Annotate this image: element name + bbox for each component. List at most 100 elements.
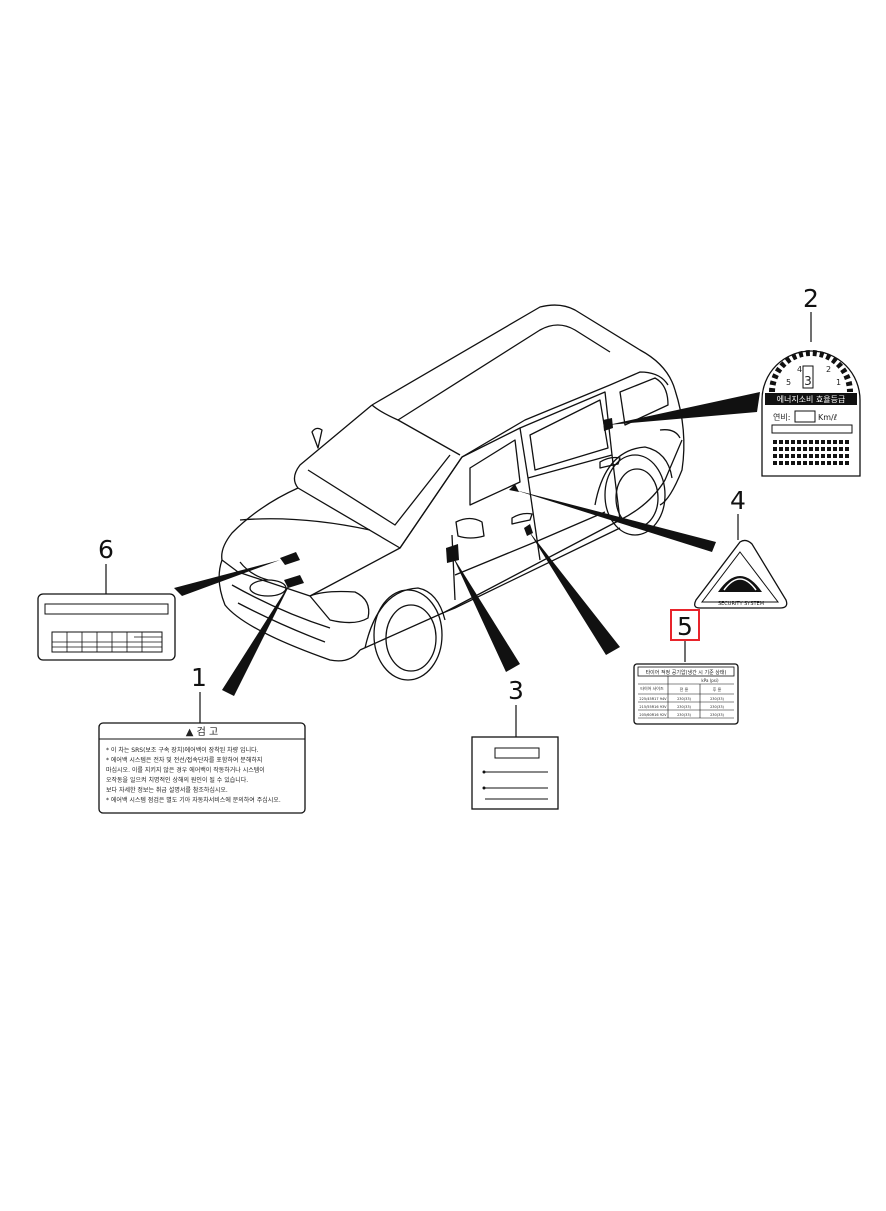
label-2-dot [779,440,783,444]
label-2-dot [773,440,777,444]
callout-1: 1 [191,663,207,692]
label-2-dot [821,447,825,451]
label-2-dot [833,447,837,451]
label-2-dot [791,461,795,465]
label-6-spec-table [37,593,176,661]
label-2-dot [839,447,843,451]
label-3-door-info [471,736,559,810]
label-2-dot [809,440,813,444]
callouts: 1 2 3 4 5 6 [98,284,819,737]
label-2-dot [845,461,849,465]
label-2-dot [779,447,783,451]
grade-value: 3 [804,374,812,388]
label-2-dot [815,454,819,458]
car-drawing [218,304,685,681]
car-label-markers [280,418,613,588]
label-2-dot [791,454,795,458]
label-2-dot [809,454,813,458]
label-1-line: 마십시오. 이를 지키지 않은 경우 에어백이 작동하거나 시스템이 [106,766,265,774]
label-5-cell: 230(33) [677,705,691,709]
label-2-dot [821,440,825,444]
label-2-dot [791,447,795,451]
label-2-dot [797,447,801,451]
label-2-dot [809,461,813,465]
leader-4 [515,490,716,552]
label-2-dot [797,461,801,465]
label-1-line: 오작동을 일으켜 치명적인 상해의 원인이 될 수 있습니다. [106,776,248,784]
label-5-cell: 225/45R17 94V [639,697,667,701]
dial-number: 4 [797,365,802,374]
dial-number: 5 [786,378,791,387]
callout-3: 3 [508,676,524,705]
label-2-dot [821,454,825,458]
label-2-dot [785,461,789,465]
label-2-dot [785,440,789,444]
dial-number: 1 [836,378,841,387]
label-2-dot [773,461,777,465]
label-2-dot [839,440,843,444]
callout-2: 2 [803,284,819,313]
label-2-dot [797,440,801,444]
label-2-dot [845,454,849,458]
label-5-row-label: 타이어 사이즈 [640,685,664,691]
label-5-cell: 230(33) [710,713,724,717]
km-unit: Km/ℓ [818,413,837,422]
callout-5: 5 [677,612,693,641]
label-2-dot [815,440,819,444]
label-2-dot [803,447,807,451]
label-5-cell: 230(33) [677,713,691,717]
leader-lines [174,392,760,696]
label-2-dot [821,461,825,465]
label-5-unit: kPa (psi) [701,678,719,683]
label-2-title: 에너지소비 효율등급 [777,394,846,404]
label-1-header: ▲ 검 고 [186,726,218,738]
label-2-dot [779,454,783,458]
label-2-dot [845,440,849,444]
label-5-col1: 전 륜 [680,686,689,692]
label-2-dot [845,447,849,451]
label-1-line: * 이 차는 SRS(보조 구속 장치)에어백이 장착된 차량 입니다. [106,746,259,754]
label-2-dot [827,461,831,465]
callout-5-highlight [670,609,700,641]
leader-5 [528,530,620,655]
dial-number: 2 [826,365,831,374]
label-1-line: * 에어백 시스템 점검은 별도 기아 자동차서비스에 문의하여 주십시오. [106,796,281,804]
label-2-dot [803,440,807,444]
label-2-dot [797,454,801,458]
callout-6: 6 [98,535,114,564]
label-2-dot [785,454,789,458]
label-2-dot [815,461,819,465]
label-2-dot [773,454,777,458]
label-2-dot [803,454,807,458]
label-2-dot [827,447,831,451]
label-2-energy-efficiency: 5 4 3 2 1 에너지소비 효율등급 연비: Km/ℓ [761,350,861,477]
label-4-security-system: SECURITY SYSTEM [694,539,788,609]
label-2-dot [827,454,831,458]
label-5-tire-pressure: 타이어 적정 공기압(냉간 시 기준 상태) kPa (psi) 타이어 사이즈… [633,663,739,725]
label-5-title: 타이어 적정 공기압(냉간 시 기준 상태) [646,669,727,676]
label-2-dot [791,440,795,444]
label-2-dot [839,454,843,458]
label-5-cell: 230(33) [710,705,724,709]
label-2-dot [839,461,843,465]
label-2-dot [827,440,831,444]
label-5-col2: 후 륜 [713,686,722,692]
label-2-dot [779,461,783,465]
leader-6 [174,560,280,596]
label-1-srs-warning: ▲ 검 고 * 이 차는 SRS(보조 구속 장치)에어백이 장착된 차량 입니… [98,722,306,814]
leader-2 [608,392,760,425]
km-label: 연비: [773,413,790,422]
label-2-dot [815,447,819,451]
label-2-dot [833,454,837,458]
label-2-dot [803,461,807,465]
label-5-cell: 230(33) [710,697,724,701]
label-4-caption: SECURITY SYSTEM [718,601,764,607]
label-5-cell: 230(33) [677,697,691,701]
label-1-line: * 에어백 시스템은 전자 및 전선/접속단자를 포함하여 분해하지 [106,756,262,764]
leader-1 [222,580,292,696]
callout-4: 4 [730,486,746,515]
label-2-dot-grid [773,440,849,465]
label-5-cell: 205/60R16 92V [639,713,667,717]
label-5-cell: 215/55R16 93V [639,705,667,709]
